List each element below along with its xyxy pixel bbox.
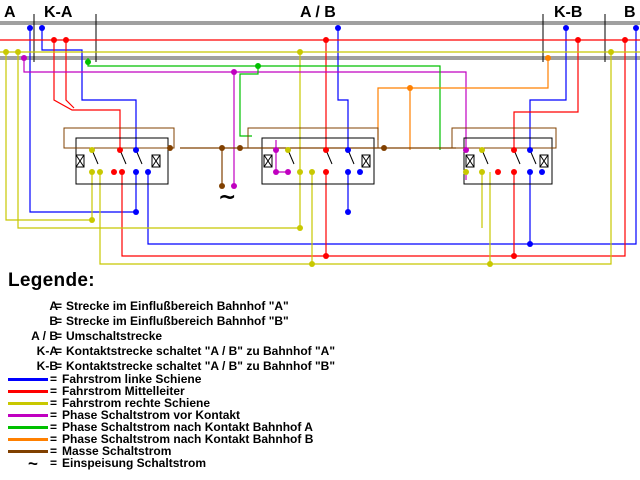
legend-key: B <box>49 314 58 328</box>
legend-row-b: B = Strecke im Einflußbereich Bahnhof "B… <box>0 315 640 328</box>
wire-red-6 <box>513 40 579 150</box>
legend-sep: = <box>54 359 62 373</box>
wire-blue-7 <box>530 28 637 245</box>
wire-red-5 <box>121 172 515 257</box>
legend-row-feed: ~ = Einspeisung Schaltstrom <box>0 454 640 473</box>
legend-swatch-blue <box>8 378 48 381</box>
legend-swatch-orange <box>8 438 48 441</box>
legend-desc: Kontaktstrecke schaltet "A / B" zu Bahnh… <box>66 359 336 373</box>
legend-title: Legende: <box>8 270 95 291</box>
wire-blue-1 <box>29 28 137 213</box>
legend-desc: Fahrstrom Mittelleiter <box>62 384 185 398</box>
wires <box>0 28 640 265</box>
legend-sep: = <box>54 329 62 343</box>
legend-sep: = <box>54 299 62 313</box>
legend-desc: Phase Schaltstrom nach Kontakt Bahnhof B <box>62 432 314 446</box>
relay-2 <box>247 127 379 185</box>
wire-magenta-3 <box>275 140 288 173</box>
legend-desc: Kontaktstrecke schaltet "A / B" zu Bahnh… <box>66 344 336 358</box>
legend-row-orange: = Phase Schaltstrom nach Kontakt Bahnhof… <box>0 433 640 446</box>
legend-key: K-B <box>36 359 58 373</box>
legend-desc: Einspeisung Schaltstrom <box>62 456 207 470</box>
legend-row-a: A = Strecke im Einflußbereich Bahnhof "A… <box>0 300 640 313</box>
legend-sep: = <box>50 408 58 422</box>
legend-desc: Strecke im Einflußbereich Bahnhof "B" <box>66 314 289 328</box>
wire-red-8 <box>514 40 626 257</box>
legend-row-blue: = Fahrstrom linke Schiene <box>0 373 640 386</box>
legend-sep: = <box>50 384 58 398</box>
track-label-ab: A / B <box>300 4 336 21</box>
legend-desc: Phase Schaltstrom nach Kontakt Bahnhof A <box>62 420 313 434</box>
wire-yellow-4 <box>99 172 313 265</box>
legend-desc: Strecke im Einflußbereich Bahnhof "A" <box>66 299 289 313</box>
legend-key: K-A <box>36 344 58 358</box>
terminal-dots <box>3 25 639 267</box>
wire-magenta-1 <box>23 58 467 152</box>
legend-row-brown: = Masse Schaltstrom <box>0 445 640 458</box>
legend-row-magenta: = Phase Schaltstrom vor Kontakt <box>0 409 640 422</box>
legend-sep: = <box>50 420 58 434</box>
legend-sep: = <box>54 344 62 358</box>
wire-yellow-1 <box>5 52 93 221</box>
legend-key: A / B <box>31 329 58 343</box>
legend-desc: Umschaltstrecke <box>66 329 163 343</box>
legend-desc: Phase Schaltstrom vor Kontakt <box>62 408 241 422</box>
wire-blue-3 <box>337 28 349 150</box>
wire-green-2 <box>239 66 259 137</box>
legend-feed-symbol: ~ <box>28 454 38 473</box>
wire-red-1 <box>53 40 121 150</box>
legend-swatch-magenta <box>8 414 48 417</box>
wire-yellow-5 <box>312 172 491 265</box>
rails <box>0 14 640 62</box>
track-label-ka: K-A <box>44 4 73 21</box>
legend-row-kb: K-B = Kontaktstrecke schaltet "A / B" zu… <box>0 360 640 373</box>
relay-1 <box>63 127 175 185</box>
wire-orange-2 <box>377 87 410 140</box>
legend-desc: Fahrstrom rechte Schiene <box>62 396 211 410</box>
legend-sep: = <box>50 396 58 410</box>
legend-row-green: = Phase Schaltstrom nach Kontakt Bahnhof… <box>0 421 640 434</box>
wire-blue-5 <box>147 172 531 245</box>
legend-swatch-brown <box>8 450 48 453</box>
legend-swatch-yellow <box>8 402 48 405</box>
wire-orange-1 <box>409 58 549 150</box>
wire-yellow-7 <box>490 52 612 265</box>
legend-sep: = <box>50 432 58 446</box>
wire-blue-6 <box>529 28 567 150</box>
legend-key: A <box>49 299 58 313</box>
wire-blue-2 <box>41 28 137 150</box>
legend-sep: = <box>50 372 58 386</box>
relay-3 <box>451 127 557 185</box>
legend-row-ka: K-A = Kontaktstrecke schaltet "A / B" zu… <box>0 345 640 358</box>
legend-desc: Fahrstrom linke Schiene <box>62 372 202 386</box>
legend-swatch-green <box>8 426 48 429</box>
legend-swatch-red <box>8 390 48 393</box>
wire-yellow-2 <box>17 52 301 229</box>
track-label-b: B <box>624 4 636 21</box>
ac-feed-symbol: ~ <box>218 185 236 210</box>
legend-sep: = <box>50 456 58 470</box>
track-label-a: A <box>4 4 16 21</box>
legend-sep: = <box>50 444 58 458</box>
track-label-kb: K-B <box>554 4 582 21</box>
legend-sep: = <box>54 314 62 328</box>
legend-row-ab: A / B = Umschaltstrecke <box>0 330 640 343</box>
legend-desc: Masse Schaltstrom <box>62 444 172 458</box>
legend-row-yellow: = Fahrstrom rechte Schiene <box>0 397 640 410</box>
rail-top <box>0 21 640 25</box>
legend-row-red: = Fahrstrom Mittelleiter <box>0 385 640 398</box>
wire-red-2 <box>65 40 75 109</box>
rail-bottom <box>0 56 640 60</box>
